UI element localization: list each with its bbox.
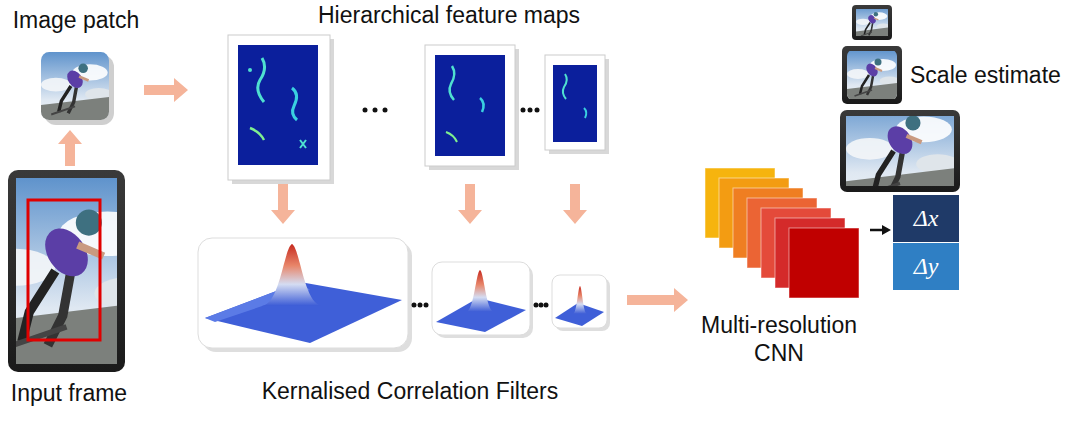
output-cell: Δy <box>893 243 959 290</box>
scale-estimate-pictures <box>840 5 960 205</box>
image-patch-picture <box>41 52 114 125</box>
flow-arrow <box>58 130 82 166</box>
scale-estimate-label: Scale estimate <box>910 62 1061 90</box>
node-label: Multi-resolution CNN <box>690 312 868 367</box>
flow-arrow <box>563 184 587 224</box>
cnn-block: Multi-resolution CNN <box>690 160 868 382</box>
cnn-layer-stack <box>705 168 859 298</box>
input-frame: Input frame <box>5 168 133 418</box>
flow-arrow <box>271 184 295 224</box>
node-label: Image patch <box>10 7 142 35</box>
node-label: Kernalised Correlation Filters <box>210 378 610 406</box>
image-patch: Image patch <box>10 5 142 128</box>
feature-map-group: Hierarchical feature maps <box>190 2 660 182</box>
flow-arrow <box>627 288 688 312</box>
correlation-filter-surfaces <box>198 238 610 352</box>
flow-arrow <box>458 184 482 224</box>
flow-arrow <box>144 78 188 102</box>
flow-arrow <box>870 225 891 235</box>
feature-map-panels <box>228 35 609 184</box>
output-cell: Δx <box>893 195 959 242</box>
output-box: ΔxΔy <box>893 195 959 290</box>
node-label: Input frame <box>5 380 133 408</box>
input-frame-picture <box>0 170 169 372</box>
node-label: Hierarchical feature maps <box>318 2 658 30</box>
filter-group: Kernalised Correlation Filters <box>195 226 625 416</box>
